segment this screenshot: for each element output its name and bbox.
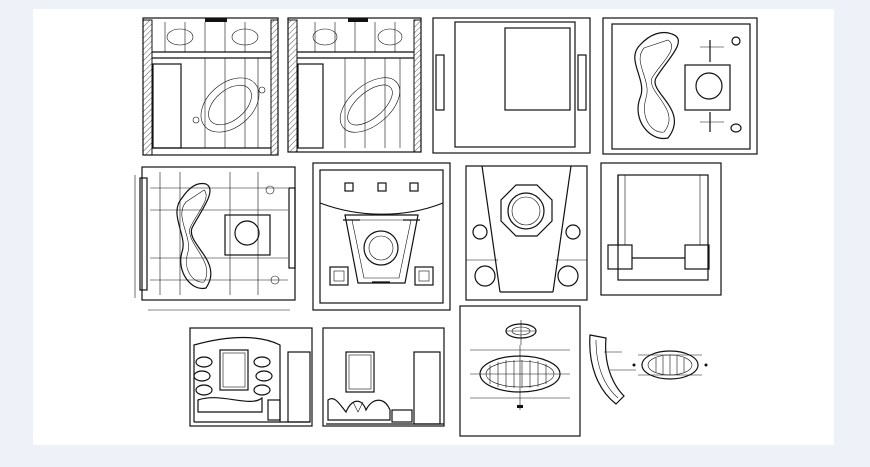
wall-elevation-2 (322, 327, 445, 427)
wall-elevation-1 (189, 327, 313, 427)
furniture-plan (600, 162, 722, 296)
ceiling-plan-circle-arc (312, 162, 451, 311)
ceiling-detail-small (589, 334, 708, 405)
ceiling-plan-dimensioned (134, 166, 296, 311)
ceiling-plan-wave (602, 17, 758, 155)
ceiling-elevation-1 (142, 17, 279, 156)
ceiling-plan-octagon (465, 165, 588, 301)
ceiling-elevation-2 (287, 17, 422, 153)
room-plan-empty (432, 17, 591, 154)
ceiling-detail-section (459, 305, 581, 437)
